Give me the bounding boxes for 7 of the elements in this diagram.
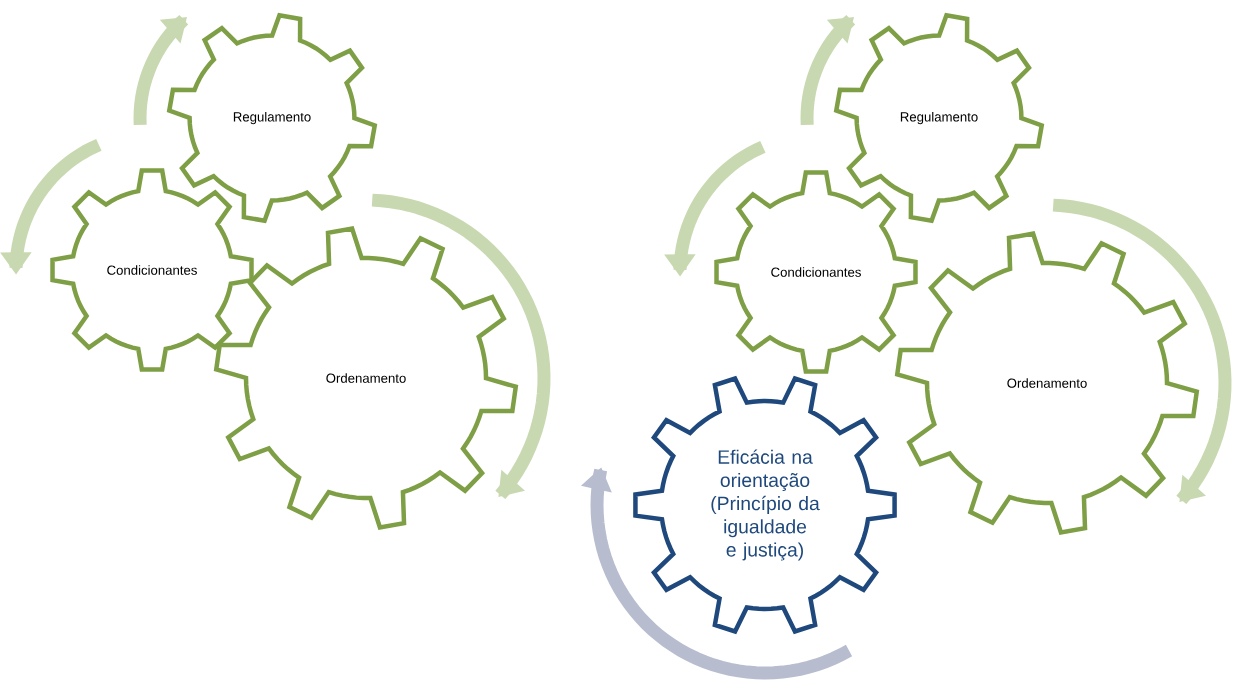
gear: Ordenamento (894, 231, 1200, 535)
gear: Condicionantes (714, 170, 918, 374)
gear: Eficácia na orientação (Princípio da igualdade e justiça) (633, 375, 897, 635)
gear: Condicionantes (50, 168, 254, 372)
gear: Regulamento (833, 12, 1045, 224)
gear: Ordenamento (213, 226, 519, 530)
gear: Regulamento (166, 12, 378, 224)
